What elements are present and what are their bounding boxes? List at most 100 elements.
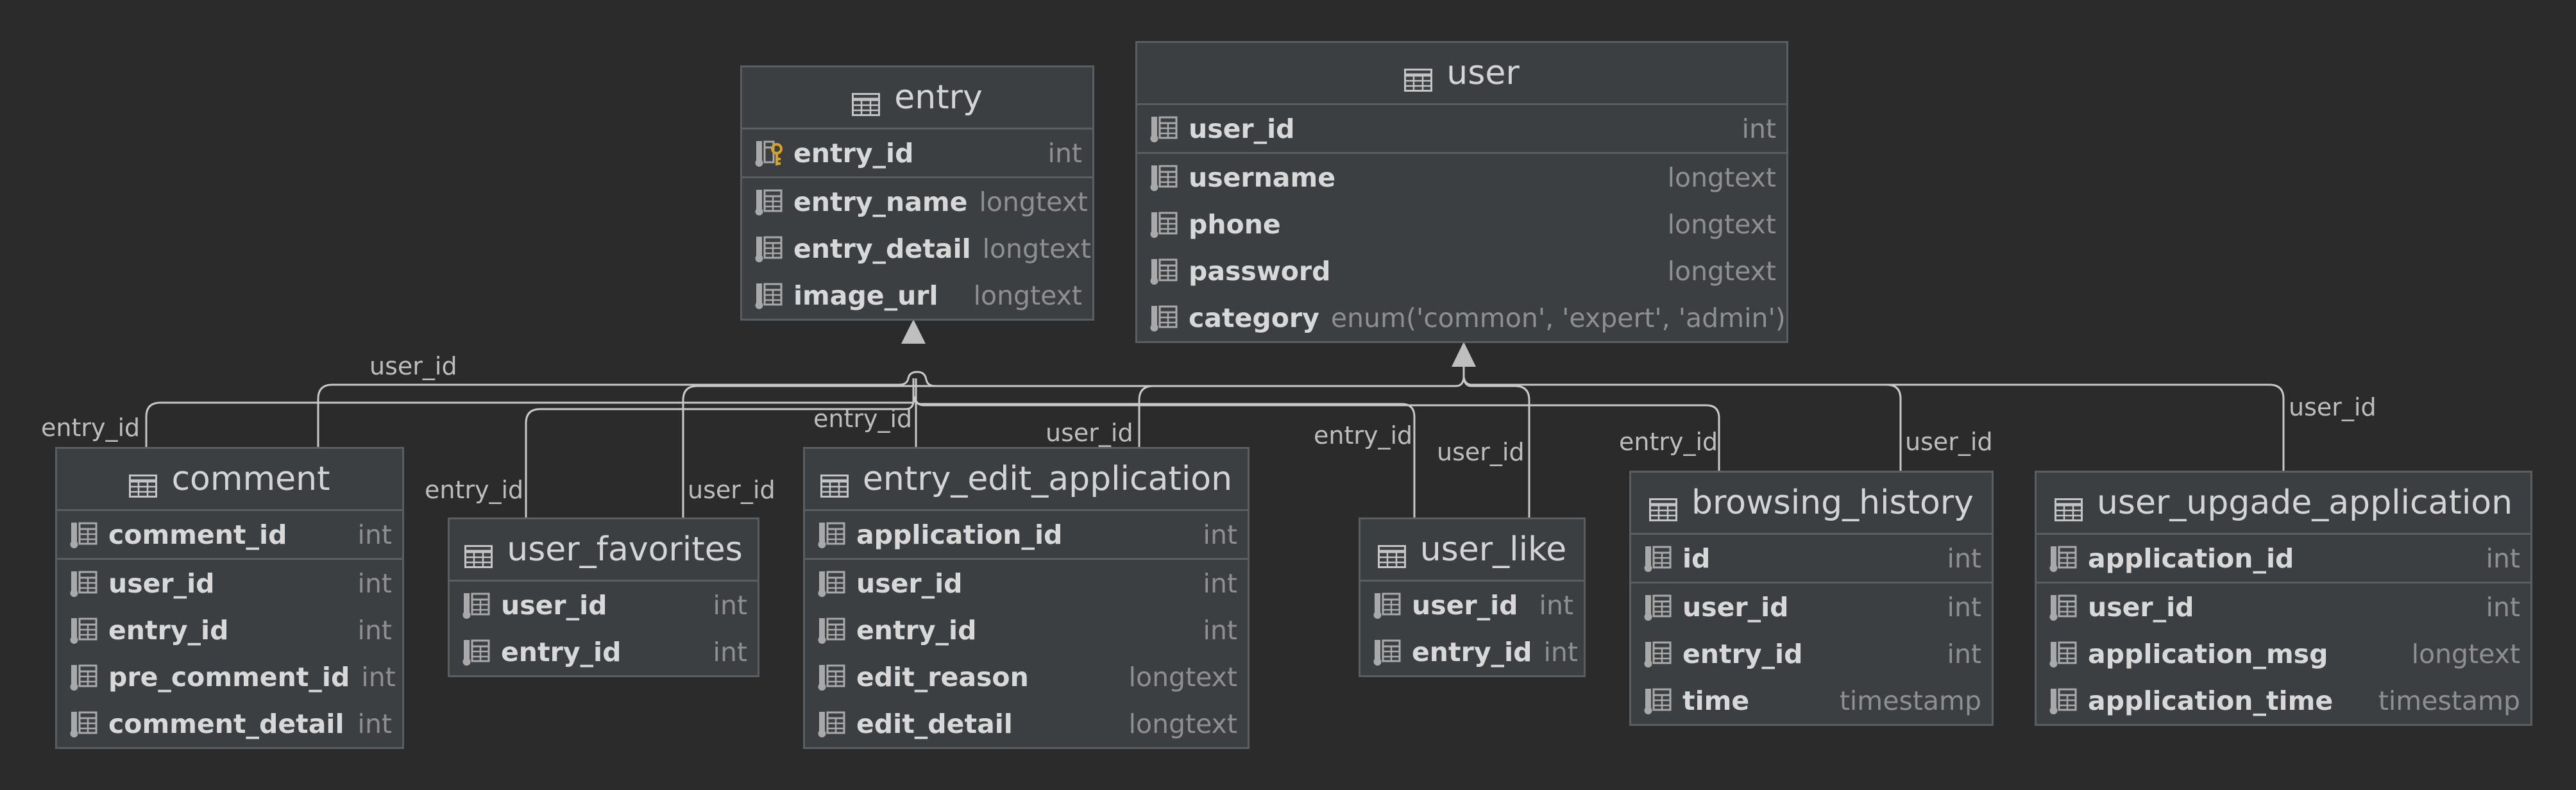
table-title: user_like <box>1419 530 1567 569</box>
table-icon <box>852 86 881 116</box>
entry-arrowhead <box>901 319 926 344</box>
column-icon <box>1643 686 1672 716</box>
column-icon <box>754 234 783 264</box>
favorites-user-line <box>682 385 1456 517</box>
column-name: username <box>1189 162 1336 193</box>
column-icon <box>1643 544 1672 573</box>
column-name: user_id <box>1412 589 1518 621</box>
column-icon <box>1372 591 1402 620</box>
column-type: longtext <box>979 186 1088 217</box>
column-icon <box>461 637 491 667</box>
table-icon <box>129 467 158 498</box>
primary-key-column-icon <box>754 139 783 168</box>
upgrade-user-line <box>1471 383 2285 475</box>
column-name: user_id <box>1682 591 1789 623</box>
column-type: int <box>357 614 392 646</box>
user-arrowhead <box>1452 342 1476 367</box>
column-row-user-id[interactable]: user_id int <box>1631 584 1992 630</box>
column-icon <box>2048 686 2078 716</box>
column-icon <box>461 591 491 620</box>
column-type: int <box>1947 591 1981 623</box>
column-type: int <box>2486 542 2520 574</box>
column-name: user_id <box>108 567 215 599</box>
column-name: entry_id <box>1412 636 1532 668</box>
edge-label-favorites-entry: entry_id <box>425 476 524 504</box>
favorites-entry-line <box>525 402 915 517</box>
column-name: entry_detail <box>793 233 971 264</box>
column-icon <box>1372 637 1402 667</box>
column-type: longtext <box>1667 208 1776 240</box>
column-type: longtext <box>1667 255 1776 287</box>
column-type: int <box>2486 591 2520 623</box>
column-name: entry_id <box>856 614 977 646</box>
column-icon <box>754 187 783 217</box>
column-icon <box>2048 592 2078 622</box>
column-type: int <box>1947 638 1981 669</box>
column-type: longtext <box>2411 638 2520 669</box>
column-icon <box>817 662 846 692</box>
column-name: edit_detail <box>856 708 1013 739</box>
column-icon <box>817 616 846 645</box>
table-title: browsing_history <box>1691 483 1974 522</box>
column-type: int <box>1203 567 1237 599</box>
column-icon <box>1149 163 1178 192</box>
edge-label-like-entry: entry_id <box>1314 421 1413 450</box>
column-name: pre_comment_id <box>108 661 350 693</box>
table-header: comment <box>57 449 402 511</box>
column-name: user_id <box>1189 113 1295 144</box>
column-type: longtext <box>1128 708 1237 739</box>
column-name: application_id <box>856 519 1063 550</box>
column-name: edit_reason <box>856 661 1029 693</box>
column-row-edit-detail[interactable]: edit_detail longtext <box>805 700 1248 747</box>
table-icon <box>1649 491 1678 521</box>
column-name: application_time <box>2088 685 2334 716</box>
column-name: time <box>1682 685 1750 716</box>
table-title: user_favorites <box>507 530 743 569</box>
column-name: entry_id <box>793 137 914 169</box>
